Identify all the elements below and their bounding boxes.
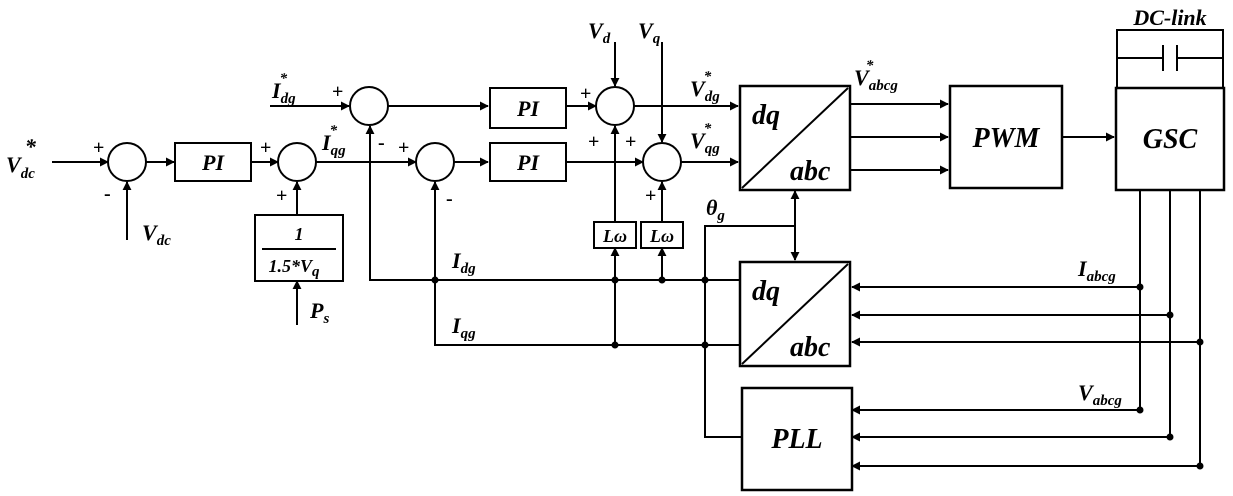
signal-idg-ref: Idg* [271,71,296,107]
pi-block-dc-label: PI [201,150,225,175]
sign-plus: + [332,81,343,103]
dc-link-label: DC-link [1132,5,1206,30]
l-omega-block-q [640,221,684,249]
signal-vdc: Vdc [142,220,171,249]
gain-numerator: 1 [295,224,304,244]
sign-minus: - [104,183,111,205]
sign-plus: + [93,137,104,159]
signal-vdc-ref: Vdc* [6,134,37,182]
sum-junction-iq-error [415,142,455,182]
abc-top-label: abc [790,156,831,187]
pll-label: PLL [770,424,822,455]
sign-plus: + [276,185,287,207]
summing-signs: + - + + + - + - + + + + [93,81,656,210]
signal-idg: Idg [451,248,476,277]
junction-dot [1166,311,1174,319]
sum-junction-vd [595,86,635,126]
signal-ps: Ps [309,298,329,327]
pi-block-q-label: PI [516,150,540,175]
pll-block [740,386,854,492]
junction-dot [1136,406,1144,414]
dq-abc-diagonal [741,87,849,189]
wire-theta [704,225,795,438]
junction-dot [1196,462,1204,470]
sum-junction-id-error [349,86,389,126]
signal-vdg-ref: Vdg* [690,69,720,105]
junction-dot [611,341,619,349]
junction-dots [431,276,1204,470]
l-omega-block-d-label: Lω [602,226,627,246]
sign-plus: + [398,137,409,159]
sign-minus: - [446,188,453,210]
l-omega-block-q-label: Lω [649,226,674,246]
pwm-label: PWM [972,123,1041,154]
pi-block-dc [174,142,252,182]
wire-iqg-feedback [430,181,740,346]
junction-dot [701,276,709,284]
junction-dot [701,341,709,349]
junction-dot [1136,283,1144,291]
signal-iabcg: Iabcg [1077,256,1116,285]
junction-dot [1166,433,1174,441]
gsc-block [1114,86,1226,192]
sum-junction-iq-ref [277,142,317,182]
signal-vqg-ref: Vqg* [690,121,720,157]
sign-plus: + [625,131,636,153]
l-omega-block-d [593,221,637,249]
signal-vq: Vq [638,18,661,47]
dc-link-frame [1116,29,1224,58]
junction-dot [431,276,439,284]
signal-vd: Vd [588,18,611,47]
sum-junction-vq [642,142,682,182]
junction-dot [658,276,666,284]
sign-minus: - [378,132,385,154]
sign-plus: + [580,83,591,105]
abc-dq-diagonal [741,263,849,365]
dq-bottom-label: dq [752,276,780,307]
sign-plus: + [645,185,656,207]
signal-theta-g: θg [706,195,725,224]
pi-block-d-label: PI [516,96,540,121]
pwm-block [948,84,1064,190]
pi-block-q [489,142,567,182]
sign-plus: + [260,137,271,159]
gain-denominator: 1.5*Vq [268,256,320,280]
sign-plus: + [588,131,599,153]
dq-top-label: dq [752,100,780,131]
gsc-label: GSC [1143,124,1198,155]
signal-vabcg: Vabcg [1078,380,1122,409]
pi-block-d [489,87,567,129]
junction-dot [611,276,619,284]
junction-dot [1196,338,1204,346]
sum-junction-vdc [107,142,147,182]
signal-iqg-ref: Iqg* [321,123,346,159]
abc-bottom-label: abc [790,332,831,363]
signal-iqg: Iqg [451,313,476,342]
signal-vabcg-ref: Vabcg* [854,58,898,94]
